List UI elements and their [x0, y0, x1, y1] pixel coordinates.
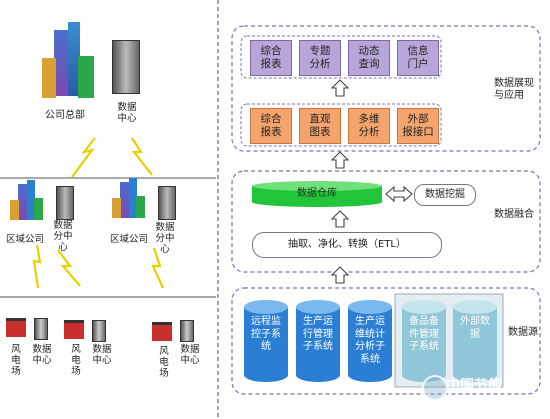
farm1-dc-label: 数据 中心	[32, 344, 52, 366]
top-row-item-2: 动态 查询	[348, 40, 390, 76]
farm2-tower-icon	[64, 320, 84, 339]
source-label-2: 生产运 维统计 分析子 系统	[355, 316, 385, 365]
double-arrow-icon	[385, 185, 413, 203]
warehouse-cylinder: 数据仓库	[252, 181, 382, 207]
source-label-3: 备品备 件管理 子系统	[409, 316, 439, 352]
source-cylinder-1: 生产运 行管理 子系统	[296, 300, 340, 382]
farm1-label: 风 电 场	[11, 344, 21, 377]
etl-box: 抽取、净化、转换（ETL）	[252, 232, 442, 258]
watermark-text: 中国节能	[446, 378, 502, 394]
region-right-label: 区域公司	[110, 234, 149, 245]
farm3-tower-icon	[152, 322, 172, 341]
region-left-label: 区域公司	[6, 234, 45, 245]
region-left-building-icon	[8, 180, 44, 222]
hq-building-icon	[40, 22, 96, 100]
fusion-section-label: 数据融合	[494, 209, 534, 220]
region-left-server-icon	[56, 186, 74, 220]
source-section-frame	[231, 287, 541, 395]
farm1-tower-icon	[6, 318, 26, 337]
mid-row-item-0: 综合 报表	[250, 108, 292, 144]
region-right-building-icon	[110, 178, 146, 220]
source-cylinder-2: 生产运 维统计 分析子 系统	[348, 300, 392, 382]
mid-row-item-2: 多维 分析	[348, 108, 390, 144]
source-cylinder-3: 备品备 件管理 子系统	[402, 300, 446, 382]
lightning-icons	[32, 137, 165, 289]
mid-row-item-1: 直观 图表	[299, 108, 341, 144]
warehouse-label: 数据仓库	[297, 188, 337, 199]
mining-box: 数据挖掘	[414, 184, 476, 206]
hq-server-icon	[112, 40, 140, 94]
region-right-dc-label: 数据 分中 心	[155, 222, 175, 255]
top-row-frame	[240, 35, 442, 79]
region-right-server-icon	[158, 186, 176, 220]
source-cylinder-0: 远程监 控子系 统	[244, 300, 288, 382]
top-row-item-3: 信息 门户	[397, 40, 439, 76]
top-row-item-0: 综合 报表	[250, 40, 292, 76]
hq-dc-label: 数据 中心	[117, 102, 137, 124]
hq-label: 公司总部	[45, 110, 85, 121]
app-section-frame	[231, 25, 541, 152]
farm3-server-icon	[180, 320, 194, 342]
up-arrow-icons	[330, 79, 350, 284]
mid-row-frame	[240, 103, 442, 147]
farm2-label: 风 电 场	[71, 344, 81, 377]
source-cylinder-4: 外部数 据	[453, 300, 497, 382]
farm1-server-icon	[34, 318, 48, 340]
top-row-item-1: 专题 分析	[299, 40, 341, 76]
source-label-0: 远程监 控子系 统	[251, 316, 281, 352]
region-left-dc-label: 数据 分中 心	[53, 220, 73, 253]
farm3-dc-label: 数据 中心	[180, 344, 200, 366]
source-label-4: 外部数 据	[460, 316, 490, 340]
source-section-label: 数据源	[508, 327, 538, 338]
farm2-server-icon	[92, 320, 106, 342]
fusion-section-frame	[231, 170, 541, 273]
watermark-logo-icon	[422, 375, 448, 401]
mid-row-item-3: 外部 报接口	[397, 108, 439, 144]
app-section-label: 数据展现 与应用	[494, 78, 534, 101]
farm3-label: 风 电 场	[159, 346, 169, 379]
source-label-1: 生产运 行管理 子系统	[303, 316, 333, 352]
farm2-dc-label: 数据 中心	[92, 344, 112, 366]
